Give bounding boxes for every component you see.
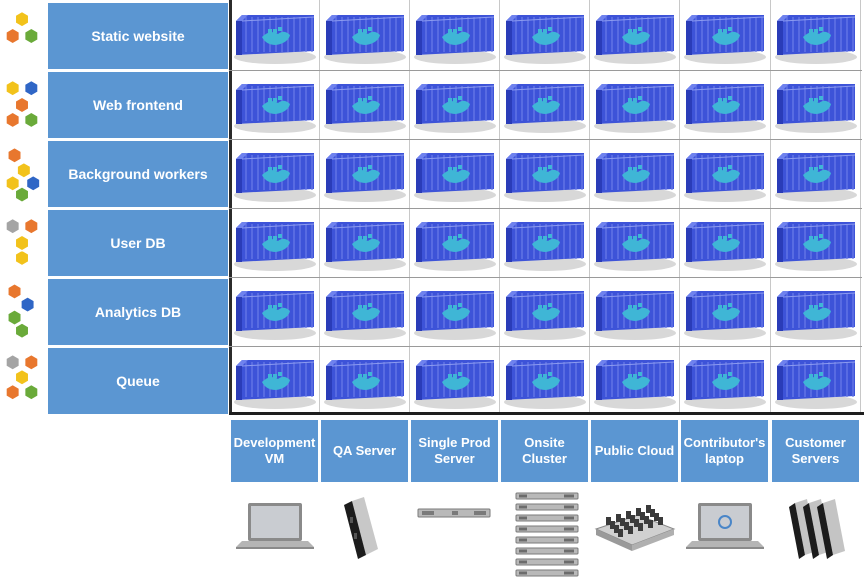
shipping-container-icon [590, 71, 680, 140]
shipping-container-icon [410, 71, 500, 140]
row-label: Queue [48, 348, 228, 414]
row-label: Static website [48, 3, 228, 69]
shipping-container-icon [320, 278, 410, 347]
shipping-container-icon [410, 347, 500, 416]
shipping-container-icon [680, 278, 770, 347]
grid-row-divider [229, 70, 862, 71]
grid-column-divider [319, 0, 320, 413]
hexagon-cluster-icon [0, 8, 44, 64]
shipping-container-icon [680, 347, 770, 416]
server-cluster-icon [500, 488, 588, 577]
shipping-container-icon [680, 209, 770, 278]
laptop-icon [230, 488, 318, 576]
shipping-container-icon [410, 2, 500, 71]
hexagon-cluster-icon [0, 146, 44, 203]
blade-servers-icon [771, 488, 859, 576]
grid-column-divider [770, 0, 771, 413]
shipping-container-icon [500, 278, 590, 347]
row-label: Web frontend [48, 72, 228, 138]
grid-row-divider [229, 346, 862, 347]
shipping-container-icon [230, 140, 320, 209]
row-label: Background workers [48, 141, 228, 207]
shipping-container-icon [320, 347, 410, 416]
grid-row-divider [229, 208, 862, 209]
shipping-container-icon [680, 2, 770, 71]
shipping-container-icon [230, 71, 320, 140]
shipping-container-icon [320, 71, 410, 140]
grid-column-divider [589, 0, 590, 413]
hexagon-cluster-icon [0, 77, 44, 133]
container-matrix [229, 0, 862, 413]
shipping-container-icon [771, 278, 861, 347]
shipping-container-icon [500, 140, 590, 209]
shipping-container-icon [680, 140, 770, 209]
shipping-container-icon [410, 209, 500, 278]
shipping-container-icon [500, 71, 590, 140]
hexagon-cluster-icon [0, 353, 44, 409]
shipping-container-icon [410, 278, 500, 347]
shipping-container-icon [771, 140, 861, 209]
shipping-container-icon [500, 2, 590, 71]
grid-column-divider [409, 0, 410, 413]
column-label: Single Prod Server [411, 420, 498, 482]
axis-line [229, 412, 864, 415]
shipping-container-icon [590, 278, 680, 347]
shipping-container-icon [771, 209, 861, 278]
rack-server-icon [410, 488, 498, 576]
shipping-container-icon [590, 209, 680, 278]
shipping-container-icon [230, 278, 320, 347]
shipping-container-icon [771, 347, 861, 416]
shipping-container-icon [771, 71, 861, 140]
shipping-container-icon [680, 71, 770, 140]
hexagon-cluster-icon [0, 283, 44, 340]
grid-row-divider [229, 139, 862, 140]
shipping-container-icon [230, 2, 320, 71]
shipping-container-icon [230, 209, 320, 278]
column-label: Public Cloud [591, 420, 678, 482]
row-label: Analytics DB [48, 279, 228, 345]
shipping-container-icon [771, 2, 861, 71]
blade-server-icon [320, 488, 408, 576]
column-label: QA Server [321, 420, 408, 482]
column-label: Customer Servers [772, 420, 859, 482]
grid-column-divider [499, 0, 500, 413]
shipping-container-icon [590, 347, 680, 416]
column-label: Onsite Cluster [501, 420, 588, 482]
column-label: Contributor's laptop [681, 420, 768, 482]
grid-column-divider [860, 0, 861, 413]
shipping-container-icon [500, 209, 590, 278]
hexagon-cluster-icon [0, 215, 44, 271]
laptop-icon [680, 488, 768, 576]
grid-column-divider [679, 0, 680, 413]
row-label: User DB [48, 210, 228, 276]
shipping-container-icon [320, 209, 410, 278]
grid-row-divider [229, 277, 862, 278]
shipping-container-icon [320, 2, 410, 71]
shipping-container-icon [320, 140, 410, 209]
shipping-container-icon [590, 2, 680, 71]
shipping-container-icon [410, 140, 500, 209]
column-label: Development VM [231, 420, 318, 482]
grid-column-divider [229, 0, 232, 413]
shipping-container-icon [230, 347, 320, 416]
shipping-container-icon [590, 140, 680, 209]
datacenter-icon [590, 488, 678, 576]
shipping-container-icon [500, 347, 590, 416]
